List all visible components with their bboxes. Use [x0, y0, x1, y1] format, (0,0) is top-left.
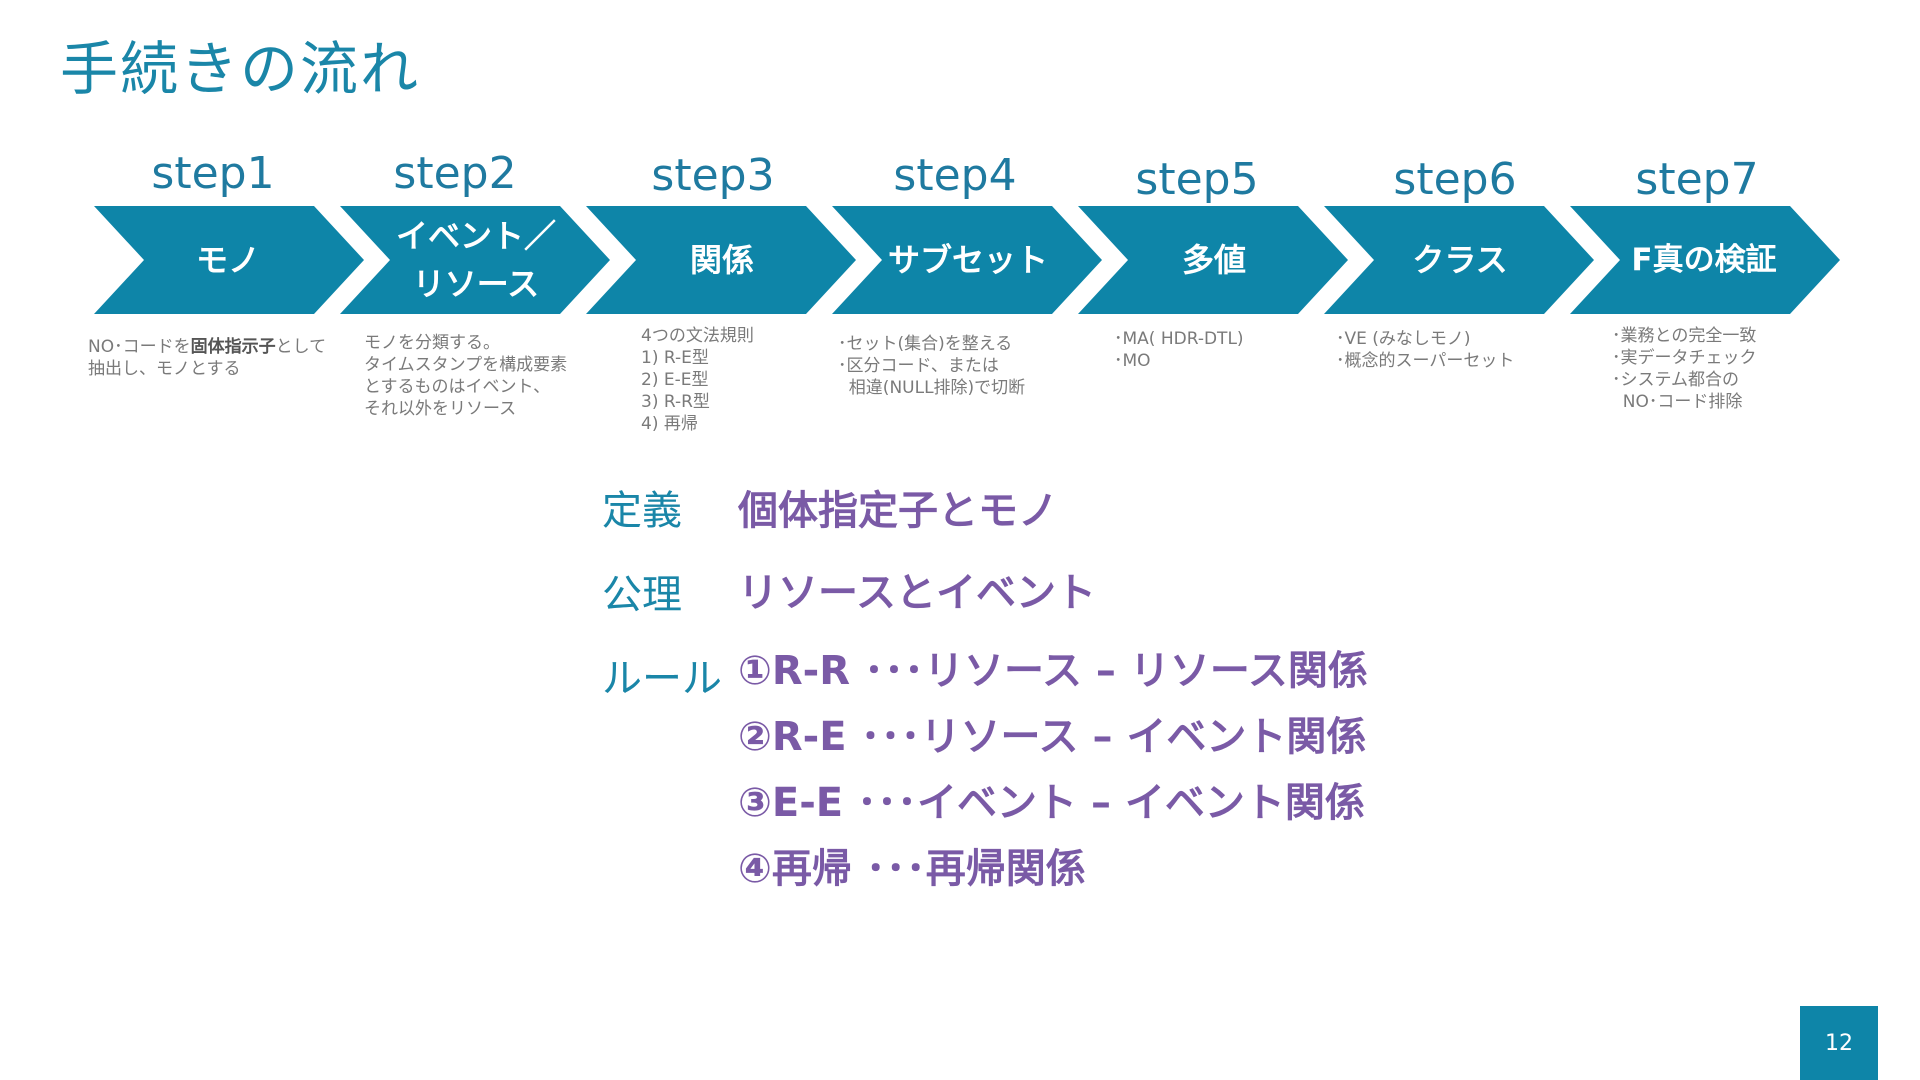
chevron-4 [832, 206, 1102, 314]
step7-description: ･業務との完全一致 ･実データチェック ･システム都合の NO･コード排除 [1612, 326, 1757, 412]
step3-description: 4つの文法規則 1) R-E型 2) E-E型 3) R-R型 4) 再帰 [641, 326, 754, 434]
rule-4: ④再帰 ･･･再帰関係 [738, 846, 1086, 892]
rule-term: ルール [602, 656, 722, 702]
rule-3: ③E-E ･･･イベント – イベント関係 [738, 780, 1365, 826]
axiom-value: リソースとイベント [738, 570, 1096, 616]
step-label-1: step1 [151, 148, 275, 199]
chevron-text-2: イベント／ リソース [395, 217, 556, 303]
chevron-text-1: モノ [195, 241, 260, 279]
step1-description: NO･コードを固体指示子として 抽出し、モノとする [88, 337, 327, 379]
chevron-3 [586, 206, 856, 314]
step-label-2: step2 [393, 148, 517, 199]
chevron-text-6: クラス [1412, 241, 1508, 279]
step-label-6: step6 [1393, 154, 1517, 205]
definition-term: 定義 [602, 488, 682, 534]
step6-description: ･VE (みなしモノ) ･概念的スーパーセット [1336, 329, 1515, 371]
chevron-text-3: 関係 [689, 241, 754, 279]
definition-value: 個体指定子とモノ [738, 488, 1058, 534]
chevron-5 [1078, 206, 1348, 314]
chevron-2 [340, 206, 610, 314]
chevron-7 [1570, 206, 1840, 314]
step5-description: ･MA( HDR-DTL) ･MO [1114, 329, 1244, 371]
step-label-4: step4 [893, 150, 1017, 201]
rule-2: ②R-E ･･･リソース – イベント関係 [738, 714, 1367, 760]
chevron-1 [94, 206, 364, 314]
chevron-text-7: F真の検証 [1631, 242, 1777, 278]
step2-description: モノを分類する。 タイムスタンプを構成要素 とするものはイベント、 それ以外をリ… [364, 333, 568, 419]
step4-description: ･セット(集合)を整える ･区分コード、または 相違(NULL排除)で切断 [838, 334, 1026, 398]
page-number: 12 [1800, 1006, 1878, 1080]
chevron-6 [1324, 206, 1594, 314]
axiom-term: 公理 [602, 572, 682, 618]
step-label-7: step7 [1635, 154, 1759, 205]
step-label-3: step3 [651, 150, 775, 201]
rule-1: ①R-R ･･･リソース – リソース関係 [738, 648, 1368, 694]
chevron-text-5: 多値 [1181, 241, 1246, 279]
step-label-5: step5 [1135, 154, 1259, 205]
chevron-text-4: サブセット [887, 241, 1048, 279]
slide-title: 手続きの流れ [60, 35, 421, 103]
